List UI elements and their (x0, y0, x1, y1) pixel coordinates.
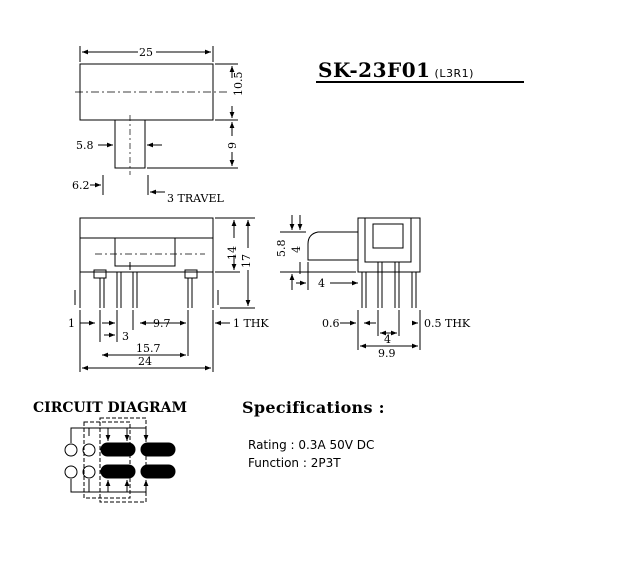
side-height-label: 5.8 (275, 240, 288, 258)
side-total-width-label: 9.9 (378, 347, 396, 360)
top-view (75, 46, 238, 195)
contact-closed (140, 442, 176, 457)
side-thickness-label: 0.5 THK (424, 317, 471, 330)
side-offset-label: 4 (318, 277, 325, 290)
specifications-title: Specifications : (242, 398, 385, 417)
front-view-body (79, 217, 214, 273)
contact-closed (100, 442, 136, 457)
front-pin-span-label: 9.7 (153, 317, 171, 330)
contact-open (82, 465, 96, 479)
front-inner-width-label: 15.7 (136, 342, 161, 355)
contact-open (64, 465, 78, 479)
title-underline (316, 81, 524, 83)
model-code: (L3R1) (434, 67, 474, 80)
front-thickness-label: 1 THK (233, 317, 269, 330)
front-pin-pitch-label: 3 (122, 330, 129, 343)
slider-box (99, 417, 147, 503)
travel-left-label: 6.2 (72, 179, 90, 192)
front-height-total-label: 17 (240, 254, 253, 268)
contact-closed (100, 464, 136, 479)
front-view (74, 217, 255, 372)
side-sub-height-label: 4 (290, 246, 303, 253)
contact-open (64, 443, 78, 457)
circuit-title: CIRCUIT DIAGRAM (33, 400, 188, 416)
spec-function: Function : 2P3T (248, 456, 341, 470)
lever-width-label: 5.8 (76, 139, 94, 152)
circuit-diagram (64, 417, 176, 503)
model-title: SK-23F01(L3R1) (318, 58, 474, 82)
side-view (280, 215, 421, 350)
contact-closed (140, 464, 176, 479)
front-pin-left-label: 1 (68, 317, 75, 330)
side-view-lever (307, 231, 358, 261)
front-total-width-label: 24 (138, 355, 152, 368)
top-width-label: 25 (139, 46, 153, 59)
contact-open (82, 443, 96, 457)
model-name: SK-23F01 (318, 58, 431, 82)
front-height-inner-label: 14 (226, 246, 239, 260)
spec-rating: Rating : 0.3A 50V DC (248, 438, 375, 452)
side-pin-left-label: 0.6 (322, 317, 340, 330)
front-view-slider (114, 237, 176, 267)
lever-height-label: 9 (226, 142, 239, 149)
side-pin-pitch-label: 4 (384, 333, 391, 346)
top-height-label: 10.5 (232, 72, 245, 97)
slider-box (83, 421, 131, 499)
travel-label: 3 TRAVEL (167, 192, 224, 205)
